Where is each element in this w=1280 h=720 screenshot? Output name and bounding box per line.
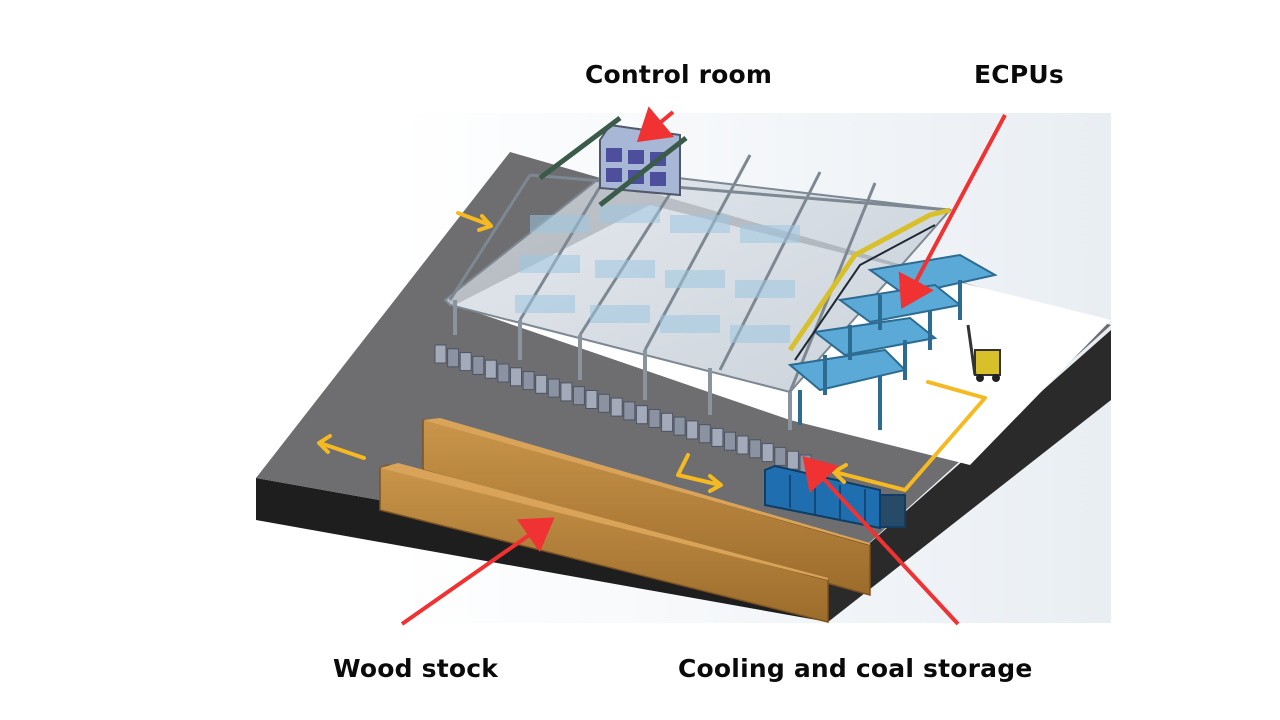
flow-arrow-exit [317, 434, 366, 460]
container-bin [598, 393, 611, 413]
control-room-building [538, 116, 688, 207]
wood-stack-front [379, 463, 829, 623]
label-wood-stock: Wood stock [333, 654, 499, 683]
container-bin [535, 374, 548, 394]
pointer-arrow-ecpus [898, 114, 1007, 310]
container-bin [761, 443, 774, 463]
container-bin [447, 348, 460, 368]
container-bin [585, 390, 598, 409]
container-bin [484, 359, 497, 379]
flow-arrow-truck-turn [676, 453, 723, 493]
ecpu-supports [798, 280, 962, 430]
pointer-arrow-control-room [636, 106, 675, 143]
container-bin [698, 424, 711, 444]
container-bin [434, 344, 447, 364]
label-cooling-coal-storage: Cooling and coal storage [678, 654, 1033, 683]
label-ecpus: ECPUs [974, 60, 1064, 89]
label-control-room: Control room [585, 60, 773, 89]
container-bin [711, 427, 724, 447]
flow-arrow-entry [456, 211, 493, 232]
container-bin [724, 431, 736, 451]
container-bin [786, 450, 799, 470]
internal-equipment [515, 205, 800, 343]
wood-stack-back [422, 418, 871, 596]
forklift [966, 324, 1001, 382]
container-bin [686, 420, 699, 440]
container-bin [736, 435, 749, 455]
pointer-arrow-cooling [802, 456, 960, 626]
safety-rail-lower [794, 224, 936, 361]
container-bin [547, 378, 560, 398]
container-bin [572, 386, 585, 406]
container-bin [648, 409, 661, 428]
container-bin [497, 363, 510, 383]
container-bin [472, 355, 485, 375]
container-bin [610, 397, 623, 417]
container-bin [459, 352, 472, 372]
slab-edge-right [828, 330, 1111, 622]
container-bin [522, 371, 535, 391]
pointer-arrows [400, 106, 1007, 626]
container-bin [774, 446, 787, 466]
container-bin [635, 405, 648, 425]
container-bin [661, 412, 674, 432]
hall-columns [453, 300, 792, 430]
container-bin [749, 439, 762, 459]
container-bin [560, 382, 573, 402]
safety-rail [787, 207, 951, 352]
container-bin [673, 416, 686, 436]
pointer-arrow-wood-stock [400, 517, 555, 626]
container-bin [623, 401, 636, 421]
container-bin [510, 367, 522, 387]
